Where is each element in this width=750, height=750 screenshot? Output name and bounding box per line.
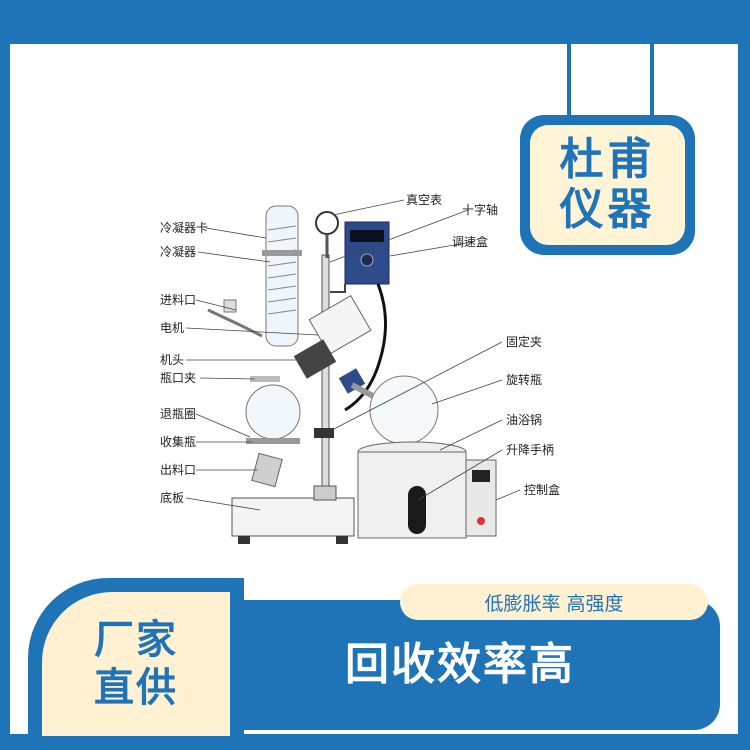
power-cable bbox=[344, 283, 388, 412]
label-cross-shaft: 十字轴 bbox=[462, 202, 498, 217]
factory-direct-badge: 厂家 直供 bbox=[28, 578, 244, 736]
motor bbox=[308, 294, 372, 356]
label-collection-flask: 收集瓶 bbox=[160, 434, 196, 449]
feed-port bbox=[207, 308, 263, 338]
bottle-clamp bbox=[250, 376, 280, 382]
label-vacuum-gauge: 真空表 bbox=[406, 193, 442, 207]
brand-name: 杜甫 仪器 bbox=[559, 134, 656, 235]
control-display bbox=[472, 470, 490, 482]
label-fixing-clamp: 固定夹 bbox=[506, 334, 542, 349]
condenser-clamp bbox=[262, 250, 302, 256]
label-discharge-port: 出料口 bbox=[160, 463, 196, 477]
label-bottle-clamp: 瓶口夹 bbox=[160, 371, 196, 385]
fixing-clamp bbox=[314, 428, 334, 438]
label-lifting-handle: 升降手柄 bbox=[506, 443, 554, 457]
leader-lines bbox=[185, 199, 521, 511]
support-pole bbox=[321, 254, 330, 501]
label-machine-head: 机头 bbox=[160, 353, 184, 367]
factory-direct-text: 厂家 直供 bbox=[94, 617, 178, 711]
brand-sign-inner: 杜甫 仪器 bbox=[530, 125, 685, 245]
collection-flask bbox=[245, 384, 301, 440]
pole-base bbox=[313, 485, 337, 501]
tagline-text: 低膨胀率 高强度 bbox=[484, 592, 624, 615]
vacuum-gauge bbox=[315, 211, 339, 235]
label-speed-box: 调速盒 bbox=[452, 234, 488, 249]
hanging-string-right bbox=[650, 0, 654, 122]
rotating-flask bbox=[369, 375, 439, 445]
feed-valve bbox=[223, 299, 237, 313]
label-rotating-flask: 旋转瓶 bbox=[506, 372, 542, 387]
factory-direct-badge-inner: 厂家 直供 bbox=[42, 592, 230, 736]
speed-knob bbox=[360, 253, 374, 267]
tagline-pill: 低膨胀率 高强度 bbox=[400, 584, 708, 620]
brand-sign: 杜甫 仪器 bbox=[520, 115, 695, 255]
base-foot bbox=[238, 536, 250, 544]
label-base-plate: 底板 bbox=[160, 490, 184, 505]
cross-shaft bbox=[330, 284, 346, 293]
label-feed-port: 进料口 bbox=[160, 293, 196, 307]
base-plate bbox=[231, 497, 355, 537]
label-condenser-clamp: 冷凝器卡 bbox=[160, 220, 208, 235]
discharge-port bbox=[251, 452, 283, 488]
machine-head bbox=[293, 339, 337, 379]
headline-text: 回收效率高 bbox=[345, 639, 575, 690]
label-condenser: 冷凝器 bbox=[160, 244, 196, 259]
control-button bbox=[477, 517, 485, 525]
hanging-string-left bbox=[567, 0, 571, 122]
lifting-handle bbox=[408, 486, 426, 534]
speed-display bbox=[350, 230, 384, 242]
label-oil-bath: 油浴锅 bbox=[506, 412, 542, 427]
label-control-box: 控制盒 bbox=[524, 482, 560, 497]
label-motor: 电机 bbox=[160, 321, 184, 335]
headline-banner: 回收效率高 bbox=[200, 600, 720, 730]
label-release-ring: 退瓶圈 bbox=[160, 407, 196, 421]
base-foot bbox=[336, 536, 348, 544]
release-ring bbox=[246, 438, 300, 444]
